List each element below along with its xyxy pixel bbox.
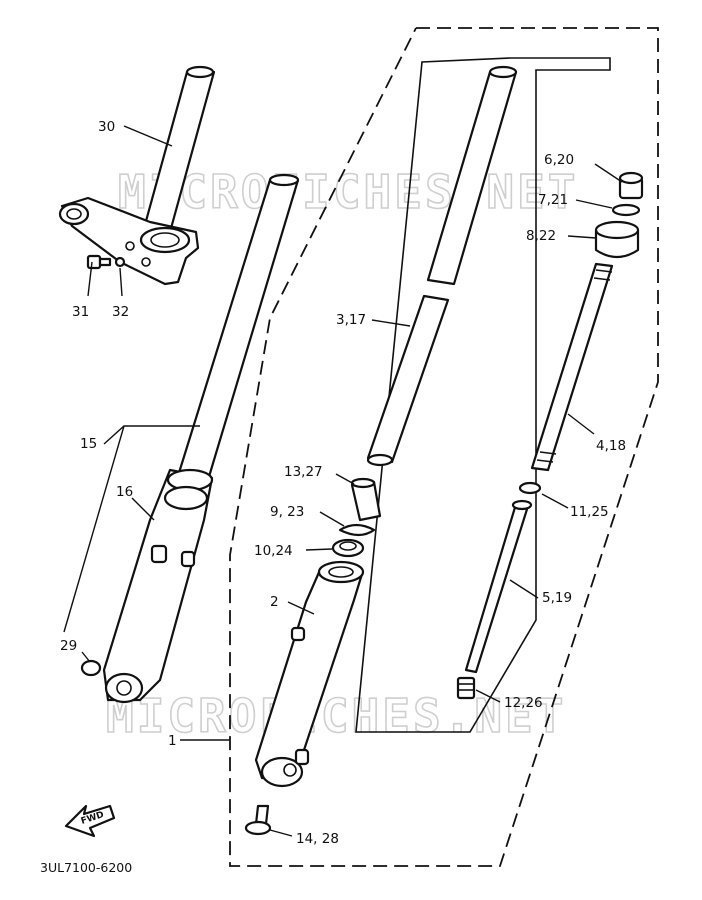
- watermark-bottom: MICROFICHES.NET: [106, 689, 566, 743]
- callout-3-17: 3,17: [336, 312, 366, 328]
- callout-12-26: 12,26: [504, 695, 543, 711]
- callout-6-20: 6,20: [544, 152, 574, 168]
- ring-11-part: [518, 481, 542, 495]
- callout-8-22: 8,22: [526, 228, 556, 244]
- forward-direction-arrow: FWD: [64, 804, 116, 838]
- bolt-14-part: [244, 804, 272, 836]
- leader-9-23: [319, 511, 345, 527]
- leader-7-21: [575, 199, 613, 209]
- callout-7-21: 7,21: [538, 192, 568, 208]
- outer-tube-2-part: [254, 560, 365, 788]
- leader-30: [123, 125, 173, 147]
- spring-4-part: [530, 262, 614, 472]
- callout-2: 2: [270, 594, 279, 610]
- callout-16: 16: [116, 484, 133, 500]
- diagram-code: 3UL7100-6200: [40, 860, 132, 875]
- spring-12-part: [456, 676, 476, 700]
- callout-15: 15: [80, 436, 97, 452]
- callout-14-28: 14, 28: [296, 831, 339, 847]
- assembly-1-outline: [229, 27, 659, 867]
- leader-8-22: [567, 235, 597, 239]
- damper-rod-5-part: [464, 499, 533, 674]
- watermark-top: MICROFICHES.NET: [118, 165, 578, 219]
- leader-32: [119, 267, 123, 297]
- under-bracket-part: [58, 65, 216, 286]
- inner-tube-group-outline: [355, 57, 611, 733]
- washer-32-part: [114, 256, 126, 268]
- callout-29: 29: [60, 638, 77, 654]
- leader-13-27: [335, 473, 355, 485]
- callout-32: 32: [112, 304, 129, 320]
- washer-29-part: [80, 659, 102, 677]
- leader-15: [103, 425, 200, 445]
- leader-4-18: [567, 413, 595, 435]
- cap-bolt-6-part: [618, 171, 644, 200]
- callout-4-18: 4,18: [596, 438, 626, 454]
- leader-11-25: [541, 493, 569, 509]
- leader-15-to-29: [63, 425, 125, 633]
- inner-tube-3-part: [366, 65, 518, 467]
- callout-1: 1: [168, 733, 177, 749]
- leader-12-26: [475, 689, 501, 703]
- spacer-8-part: [594, 220, 640, 259]
- leader-5-19: [509, 579, 539, 599]
- leader-6-20: [594, 163, 623, 183]
- callout-5-19: 5,19: [542, 590, 572, 606]
- leader-3-17: [371, 319, 411, 327]
- leader-29: [81, 651, 91, 663]
- callout-30: 30: [98, 119, 115, 135]
- callout-13-27: 13,27: [284, 464, 323, 480]
- callout-31: 31: [72, 304, 89, 320]
- leader-16: [131, 497, 155, 521]
- leader-10-24: [305, 548, 333, 551]
- oil-seal-10-part: [331, 538, 365, 558]
- leader-14-28: [269, 829, 293, 837]
- callout-10-24: 10,24: [254, 543, 293, 559]
- o-ring-7-part: [611, 203, 641, 217]
- leader-31: [87, 261, 93, 297]
- callout-9-23: 9, 23: [270, 504, 304, 520]
- callout-11-25: 11,25: [570, 504, 609, 520]
- clip-9-part: [338, 523, 376, 537]
- leader-2: [287, 601, 315, 615]
- fork-assembly-15-part: [102, 173, 300, 704]
- sleeve-13-part: [350, 477, 382, 522]
